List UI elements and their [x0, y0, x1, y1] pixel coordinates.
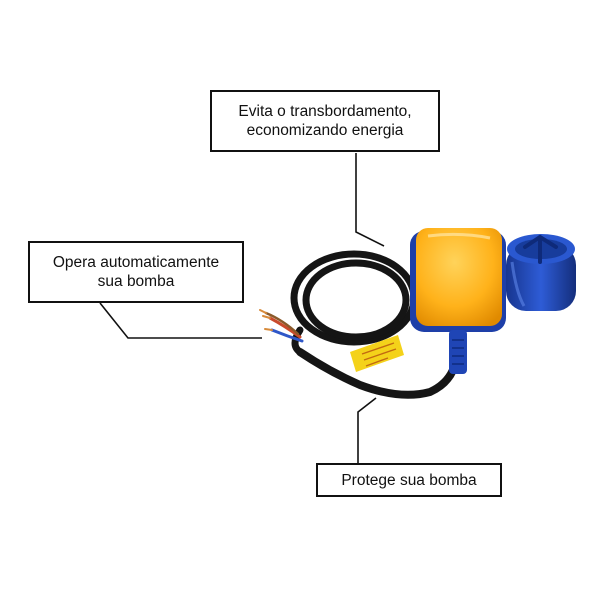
- cable-main: [296, 348, 460, 399]
- leader-lines: [99, 153, 385, 463]
- wire-red: [268, 316, 302, 339]
- leader-line-top: [355, 153, 385, 247]
- callout-top-line2: economizando energia: [246, 122, 404, 139]
- callout-top-line1: Evita o transbordamento,: [238, 103, 412, 120]
- cable-label-tag: [350, 335, 404, 372]
- callout-left-line1: Opera automaticamente: [52, 254, 220, 271]
- float-strain-relief: [449, 330, 467, 374]
- wire-copper-tips: [259, 309, 273, 331]
- float-highlight: [427, 232, 491, 240]
- wire-brown: [264, 311, 300, 336]
- wire-ends: [259, 309, 304, 343]
- float-switch: [410, 228, 506, 374]
- float-body: [416, 228, 502, 326]
- callout-left-line2: sua bomba: [97, 273, 175, 290]
- callout-overflow-prevention: Evita o transbordamento, economizando en…: [210, 90, 440, 152]
- counterweight: [506, 234, 576, 311]
- leader-line-bottom: [357, 397, 377, 463]
- leader-line-left: [99, 302, 262, 339]
- callout-bottom-line1: Protege sua bomba: [341, 471, 477, 489]
- wire-blue: [270, 328, 304, 343]
- cable-loop-inner: [302, 259, 410, 341]
- cable-loop-outer: [290, 250, 418, 346]
- callout-pump-protection: Protege sua bomba: [316, 463, 502, 497]
- callout-automatic-operation: Opera automaticamente sua bomba: [28, 241, 244, 303]
